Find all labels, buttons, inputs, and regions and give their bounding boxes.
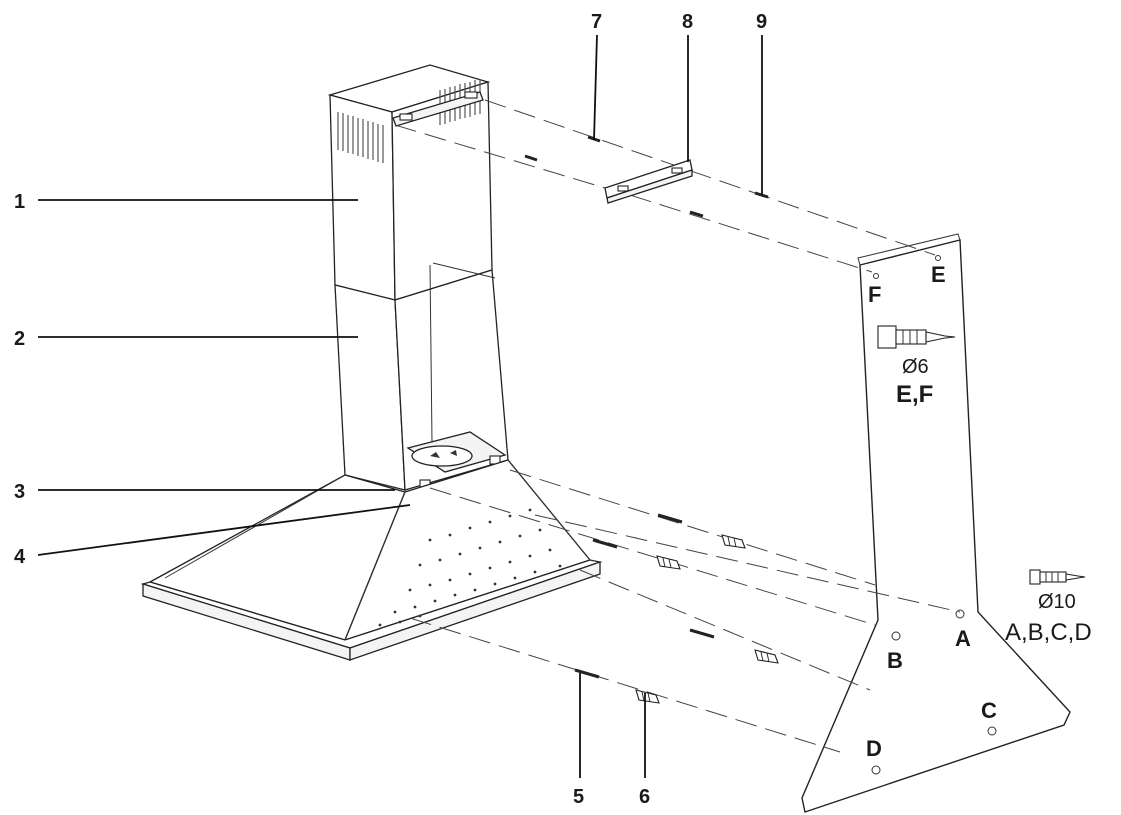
chimney-upper	[327, 64, 493, 301]
assembly-lines	[394, 99, 961, 753]
wall-point-a: A	[955, 626, 971, 651]
leader-lines	[37, 34, 763, 778]
lower-fixing-points: A,B,C,D	[1005, 619, 1092, 646]
part-label-9: 9	[756, 11, 767, 33]
hole-b-mark	[891, 631, 901, 641]
wall-panel	[801, 233, 1071, 813]
upper-screw	[689, 210, 704, 218]
part-number-labels: 1 2 3 4 5 6 7 8 9	[14, 11, 767, 808]
wall-point-e: E	[931, 262, 946, 287]
part-label-6: 6	[639, 786, 650, 808]
fixing-specs: Ø6 E,F Ø10 A,B,C,D	[896, 356, 1092, 646]
wall-plug	[656, 555, 681, 570]
lower-drill-diameter: Ø10	[1038, 591, 1076, 613]
wall-plug	[721, 534, 746, 549]
hole-e-mark	[935, 255, 941, 261]
hole-d-mark	[871, 765, 881, 775]
lower-screw	[592, 538, 618, 549]
filter-perforations	[378, 508, 562, 627]
lower-screw	[689, 628, 715, 639]
lower-screw	[574, 668, 600, 679]
lower-screw	[657, 513, 683, 524]
hole-a-mark	[955, 609, 965, 619]
wall-bracket	[604, 159, 693, 204]
upper-fixing-points: E,F	[896, 381, 933, 408]
fixing-hardware	[524, 135, 779, 704]
wall-point-b: B	[887, 648, 903, 673]
wall-point-labels: E F A B C D	[866, 262, 997, 761]
part-label-5: 5	[573, 786, 584, 808]
part-label-8: 8	[682, 11, 693, 33]
upper-screw	[524, 154, 538, 162]
wall-plug	[754, 649, 779, 664]
chimney-lower	[334, 262, 509, 491]
wall-point-c: C	[981, 698, 997, 723]
part-label-3: 3	[14, 481, 25, 503]
drill-bit-icon	[1029, 569, 1086, 585]
hole-c-mark	[987, 726, 997, 736]
wall-point-f: F	[868, 282, 881, 307]
part-label-2: 2	[14, 328, 25, 350]
hood-canopy	[140, 459, 603, 661]
part-label-7: 7	[591, 11, 602, 33]
part-label-4: 4	[14, 546, 26, 568]
part-label-1: 1	[14, 191, 25, 213]
hole-f-mark	[873, 273, 879, 279]
drill-bit-icon	[877, 325, 956, 349]
upper-drill-diameter: Ø6	[902, 356, 929, 378]
wall-point-d: D	[866, 736, 882, 761]
wall-plug	[635, 689, 660, 704]
